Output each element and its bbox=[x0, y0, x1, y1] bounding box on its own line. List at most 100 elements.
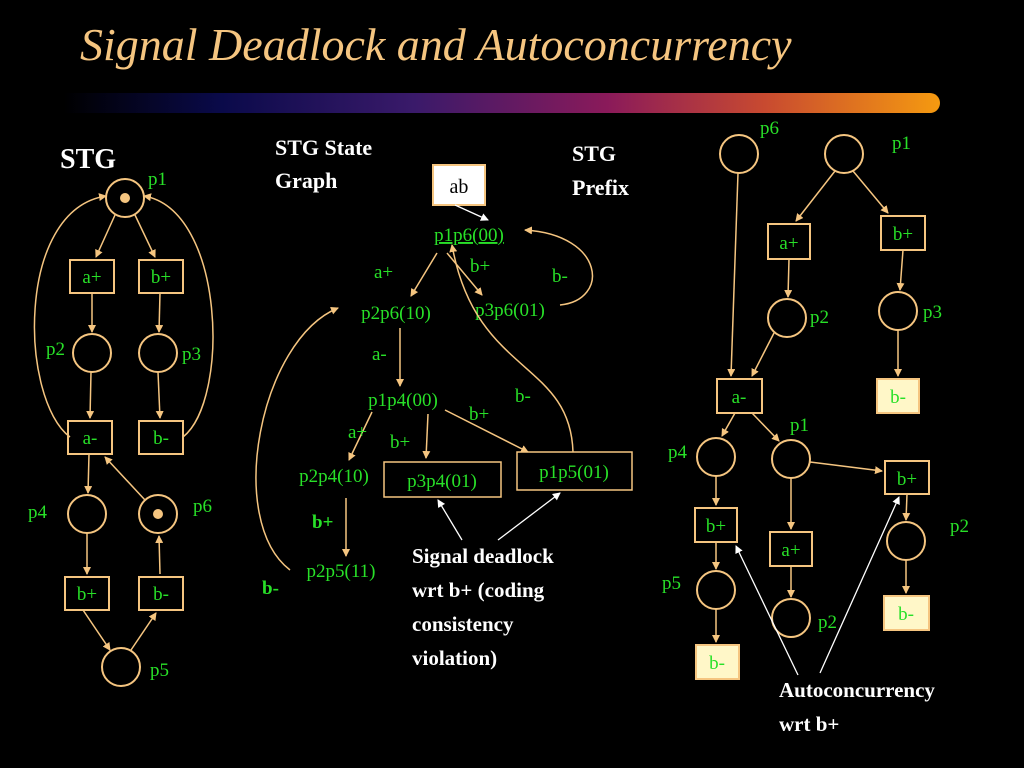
stg-token-p1 bbox=[120, 193, 130, 203]
stg-transition-b-plus-bottom bbox=[64, 576, 110, 611]
stg-place-label: p2 bbox=[46, 339, 65, 360]
state-edge-label: b+ bbox=[390, 432, 410, 453]
stg-place-label: p1 bbox=[148, 169, 167, 190]
state-edge bbox=[446, 252, 483, 296]
state-edge-label: a- bbox=[372, 344, 387, 365]
prefix-transition-label: b+ bbox=[706, 516, 726, 537]
prefix-place-p2-b bbox=[886, 521, 926, 561]
state-edge bbox=[524, 226, 594, 306]
prefix-place-label: p2 bbox=[818, 612, 837, 633]
stg-arc bbox=[155, 371, 164, 419]
prefix-arc bbox=[751, 332, 775, 377]
stg-transition-b-minus-mid bbox=[138, 420, 184, 455]
prefix-place-label: p1 bbox=[892, 133, 911, 154]
deadlock-note-line: Signal deadlock bbox=[412, 544, 554, 568]
prefix-arc bbox=[896, 249, 905, 291]
prefix-transition-label: b+ bbox=[897, 469, 917, 490]
prefix-arc bbox=[795, 170, 836, 222]
prefix-transition-label: b- bbox=[709, 653, 725, 674]
prefix-transition-a-minus bbox=[716, 378, 763, 414]
deadlock-pointer bbox=[497, 492, 561, 541]
state-edge-label: b- bbox=[552, 266, 568, 287]
stg-arc bbox=[84, 453, 93, 494]
prefix-transition-label: a- bbox=[732, 387, 747, 408]
prefix-heading: Prefix bbox=[572, 175, 629, 200]
state-edge bbox=[255, 306, 339, 571]
prefix-place-p2-a bbox=[767, 298, 807, 338]
stg-arc bbox=[86, 371, 95, 419]
prefix-place-label: p2 bbox=[810, 307, 829, 328]
prefix-panel: STG Prefix a+ b+ b- a- b+ b+ a+ b- b- p6 bbox=[572, 118, 969, 736]
prefix-arc bbox=[751, 412, 780, 442]
state-graph-heading: STG State bbox=[275, 135, 372, 160]
deadlock-pointer bbox=[437, 499, 463, 541]
prefix-place-label: p2 bbox=[950, 516, 969, 537]
stg-transition-label: b- bbox=[153, 428, 169, 449]
signal-order-box bbox=[432, 164, 486, 206]
deadlock-note-line: violation) bbox=[412, 646, 497, 670]
stg-arc bbox=[33, 193, 107, 438]
stg-transition-a-minus bbox=[67, 420, 113, 455]
title-gradient-bar bbox=[64, 93, 940, 113]
stg-arc bbox=[95, 214, 116, 258]
stg-place-p6 bbox=[138, 494, 178, 534]
prefix-transition-b-minus-2 bbox=[695, 644, 740, 680]
stg-transition-label: b- bbox=[153, 584, 169, 605]
prefix-place-p5 bbox=[696, 570, 736, 610]
stg-arc bbox=[104, 456, 146, 501]
autoconcurrency-pointer bbox=[819, 496, 900, 674]
prefix-arc bbox=[727, 172, 739, 377]
state-edge-label: a+ bbox=[348, 422, 367, 443]
prefix-place-p6 bbox=[719, 134, 759, 174]
state-node-box bbox=[516, 451, 633, 491]
state-edge-label: b+ bbox=[470, 256, 490, 277]
state-edge bbox=[444, 409, 529, 453]
stg-arc bbox=[155, 535, 164, 575]
prefix-place-p3 bbox=[878, 291, 918, 331]
state-node: p1p4(00) bbox=[368, 390, 438, 411]
slide-title: Signal Deadlock and Autoconcurrency bbox=[80, 19, 792, 70]
state-edge-label: a+ bbox=[374, 262, 393, 283]
stg-transition-label: b+ bbox=[151, 267, 171, 288]
stg-token-p6 bbox=[153, 509, 163, 519]
stg-place-p3 bbox=[138, 333, 178, 373]
prefix-place-label: p1 bbox=[790, 415, 809, 436]
prefix-place-label: p3 bbox=[923, 302, 942, 323]
prefix-place-label: p4 bbox=[668, 442, 688, 463]
state-node-box bbox=[383, 461, 502, 498]
stg-transition-b-plus-top bbox=[138, 259, 184, 294]
state-node: p2p5(11) bbox=[307, 561, 376, 582]
prefix-arc bbox=[809, 461, 883, 475]
stg-place-label: p5 bbox=[150, 660, 169, 681]
prefix-transition-label: b- bbox=[898, 604, 914, 625]
deadlock-note-line: consistency bbox=[412, 612, 514, 636]
prefix-place-label: p6 bbox=[760, 118, 779, 139]
prefix-transition-b-minus-3 bbox=[883, 595, 930, 631]
prefix-transition-label: b- bbox=[890, 387, 906, 408]
stg-transition-label: a+ bbox=[82, 267, 101, 288]
autoconcurrency-note-line: wrt b+ bbox=[779, 712, 839, 736]
stg-transition-b-minus-bottom bbox=[138, 576, 184, 611]
prefix-place-p1-top bbox=[824, 134, 864, 174]
state-node: p3p6(01) bbox=[475, 300, 545, 321]
deadlock-note-line: wrt b+ (coding bbox=[412, 578, 545, 602]
stg-arc bbox=[130, 612, 157, 651]
stg-transition-label: b+ bbox=[77, 584, 97, 605]
prefix-place-p1-mid bbox=[771, 439, 811, 479]
state-node: p1p5(01) bbox=[539, 462, 609, 483]
state-graph-heading: Graph bbox=[275, 168, 337, 193]
signal-order-label: ab bbox=[450, 176, 469, 198]
stg-panel: STG a+ b+ a- b- b+ b- p1 p2 p3 p4 p6 p5 bbox=[28, 144, 214, 687]
stg-place-label: p4 bbox=[28, 502, 48, 523]
state-edge bbox=[410, 252, 438, 297]
prefix-arc bbox=[721, 412, 736, 437]
state-edge bbox=[422, 413, 431, 459]
prefix-arc bbox=[902, 493, 911, 521]
stg-arc bbox=[82, 609, 111, 651]
state-edge bbox=[449, 244, 574, 453]
stg-place-p4 bbox=[67, 494, 107, 534]
stg-place-label: p3 bbox=[182, 344, 201, 365]
autoconcurrency-pointer bbox=[735, 545, 799, 676]
prefix-place-p4 bbox=[696, 437, 736, 477]
